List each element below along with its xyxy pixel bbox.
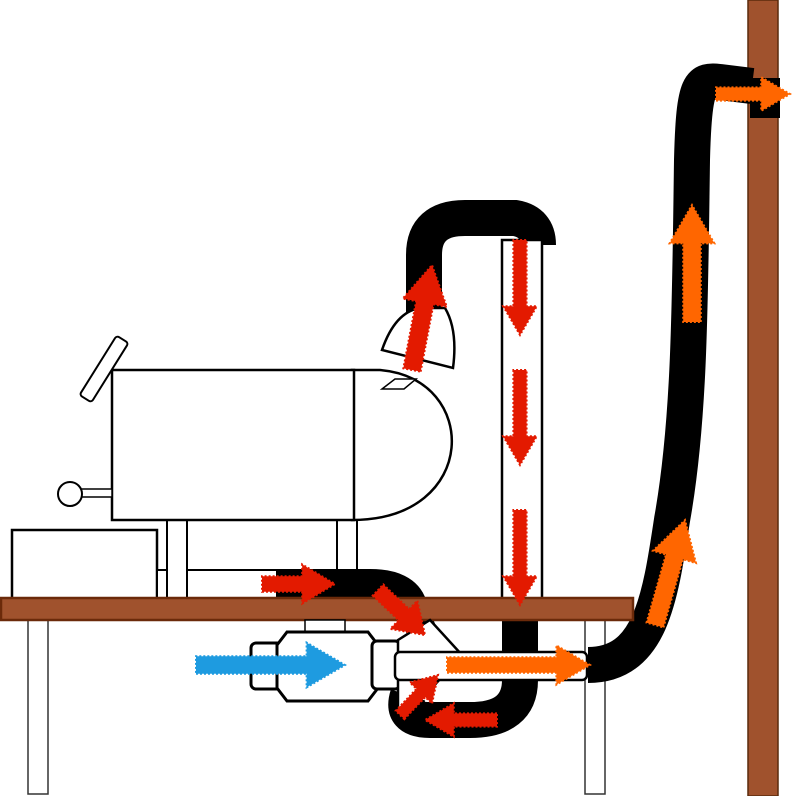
table-leg-left [27, 617, 49, 795]
outlet-flow-arrow [645, 518, 698, 629]
wall [747, 0, 779, 796]
exhaust-flow-arrow [371, 583, 427, 637]
machine-body [110, 368, 356, 522]
knob [57, 481, 83, 507]
exhaust-flow-arrow [394, 673, 440, 721]
exhaust-flow-arrow [261, 562, 337, 606]
control-box [10, 528, 159, 602]
exhaust-flow-arrow [501, 369, 539, 467]
table-top [0, 596, 635, 622]
outlet-flow-arrow [667, 203, 717, 323]
exhaust-flow-arrow [501, 509, 539, 607]
hood-hose [406, 200, 556, 315]
exhaust-flow-arrow [423, 701, 498, 739]
table-leg-right [584, 617, 606, 795]
flow-arrows [195, 75, 792, 739]
stand-leg-left [166, 519, 188, 599]
outlet-flow-arrow [446, 643, 592, 687]
machine-front-dome [350, 368, 453, 522]
exhaust-flow-arrow [501, 239, 539, 337]
knob-rod [79, 488, 113, 498]
fan-bracket [304, 619, 346, 633]
machine-vent-slot [379, 378, 419, 390]
outlet-flow-arrow [715, 75, 792, 113]
exhaust-flow-arrow [400, 263, 449, 373]
machine-handle [79, 335, 129, 403]
intake-flow-arrow [195, 640, 347, 690]
